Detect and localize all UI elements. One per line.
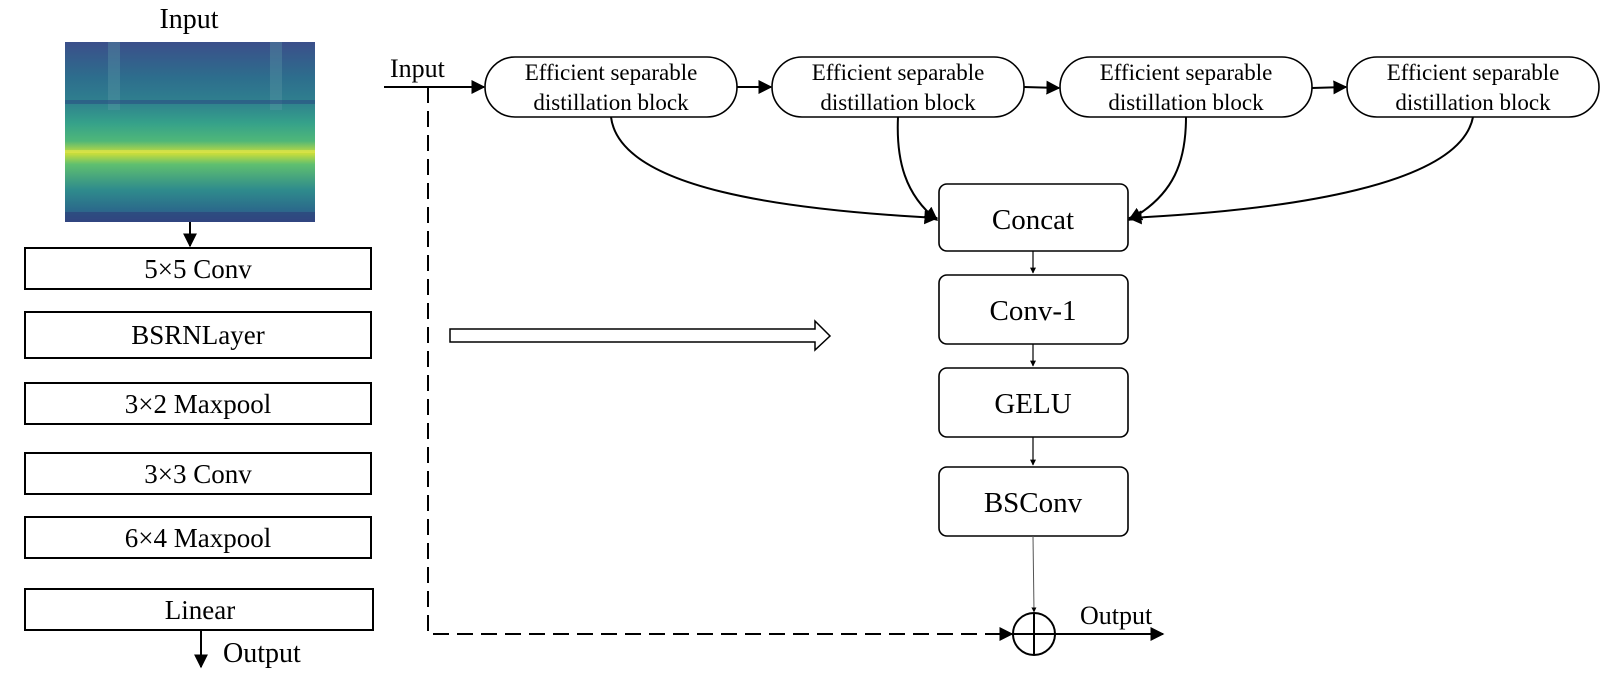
left-input-label: Input [159,4,218,35]
right-input-label: Input [390,54,446,83]
layer-3x2-maxpool: 3×2 Maxpool [24,382,372,425]
svg-text:BSConv: BSConv [984,487,1083,519]
svg-text:Conv-1: Conv-1 [990,295,1077,327]
svg-text:5×5 Conv: 5×5 Conv [144,254,252,284]
plus-circle-icon [1012,612,1056,656]
svg-text:distillation block: distillation block [820,90,976,115]
svg-text:Efficient separable: Efficient separable [812,60,985,85]
svg-text:Linear: Linear [165,595,235,625]
layer-3x3-conv: 3×3 Conv [24,452,372,495]
chain-arrow-3 [1311,80,1348,95]
svg-text:Efficient separable: Efficient separable [1387,60,1560,85]
layer-bsrnlayer: BSRNLayer [24,311,372,359]
right-panel: Input Efficient separable distillation b… [384,54,1600,656]
spectrogram-image [65,42,315,222]
concat-box: Concat [938,183,1129,252]
conv1-box: Conv-1 [938,274,1129,345]
esd-block-2: Efficient separable distillation block [771,56,1025,118]
svg-text:Efficient separable: Efficient separable [525,60,698,85]
svg-text:distillation block: distillation block [1108,90,1264,115]
svg-text:6×4 Maxpool: 6×4 Maxpool [125,523,271,553]
svg-text:Concat: Concat [992,204,1074,236]
curve-arrow-1 [610,116,939,225]
svg-text:3×3 Conv: 3×3 Conv [144,459,252,489]
curve-arrow-2 [896,116,939,221]
svg-text:distillation block: distillation block [1395,90,1551,115]
residual-skip-line [427,87,1014,641]
svg-text:GELU: GELU [994,388,1071,420]
left-output-label: Output [223,638,301,669]
svg-text:distillation block: distillation block [533,90,689,115]
expand-arrow-icon [449,319,832,352]
svg-text:3×2 Maxpool: 3×2 Maxpool [125,389,271,419]
esd-block-4: Efficient separable distillation block [1346,56,1600,118]
esd-block-1: Efficient separable distillation block [484,56,738,118]
gelu-box: GELU [938,367,1129,438]
esd-block-3: Efficient separable distillation block [1059,56,1313,118]
layer-6x4-maxpool: 6×4 Maxpool [24,516,372,559]
layer-linear: Linear [24,588,374,631]
svg-text:Efficient separable: Efficient separable [1100,60,1273,85]
layer-5x5-conv: 5×5 Conv [24,247,372,290]
curve-arrow-4 [1127,116,1474,225]
bsconv-box: BSConv [938,466,1129,537]
chain-arrow-2 [1023,80,1061,95]
right-output-label: Output [1080,601,1153,630]
left-panel: Input 5×5 Conv BSRNLayer 3×2 Maxpool 3×3… [24,4,374,669]
arrow-bsconv-add [1031,535,1037,613]
svg-text:BSRNLayer: BSRNLayer [131,320,264,350]
curve-arrow-3 [1127,116,1187,221]
